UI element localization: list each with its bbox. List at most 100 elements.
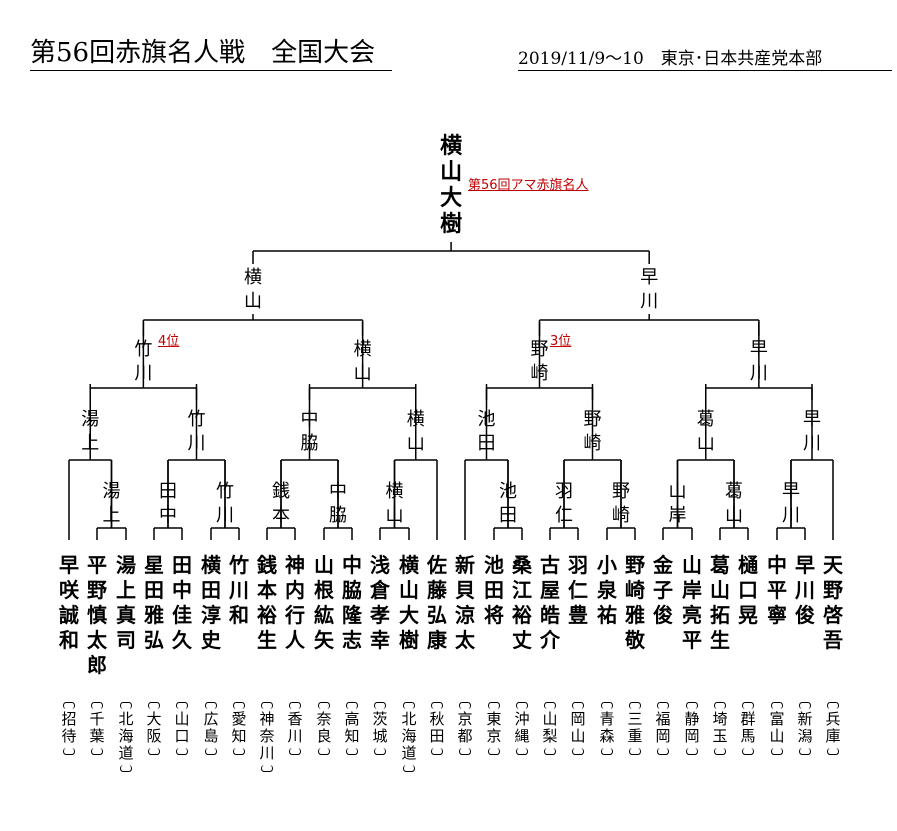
round2-winner: 野崎 bbox=[583, 409, 602, 454]
open-paren bbox=[567, 694, 589, 711]
player-name: 早川俊 bbox=[795, 553, 815, 627]
player-prefecture: 奈良 bbox=[313, 694, 335, 762]
close-paren bbox=[369, 745, 391, 762]
round2-winner: 池田 bbox=[477, 409, 496, 454]
player-prefecture: 沖縄 bbox=[511, 694, 533, 762]
prefecture-text: 沖縄 bbox=[514, 710, 530, 745]
close-paren bbox=[426, 745, 448, 762]
player-name: 樋口晃 bbox=[738, 553, 758, 627]
open-paren bbox=[737, 694, 759, 711]
prefecture-text: 東京 bbox=[486, 710, 502, 745]
player-prefecture: 北海道 bbox=[115, 694, 137, 779]
prefecture-text: 岡山 bbox=[570, 710, 586, 745]
prefecture-text: 広島 bbox=[203, 710, 219, 745]
open-paren bbox=[794, 694, 816, 711]
round1-winner: 野崎 bbox=[612, 481, 630, 526]
player-name: 星田雅弘 bbox=[144, 553, 164, 652]
prefecture-text: 青森 bbox=[599, 710, 615, 745]
open-paren bbox=[86, 694, 108, 711]
prefecture-text: 神奈川 bbox=[259, 710, 275, 762]
open-paren bbox=[115, 694, 137, 711]
round1-winner: 中脇 bbox=[329, 481, 347, 526]
player-name: 池田将 bbox=[484, 553, 504, 627]
close-paren bbox=[143, 745, 165, 762]
open-paren bbox=[709, 694, 731, 711]
prefecture-text: 高知 bbox=[344, 710, 360, 745]
page-title: 第56回赤旗名人戦 全国大会 bbox=[30, 38, 376, 68]
player-prefecture: 岡山 bbox=[567, 694, 589, 762]
player-name: 中平寧 bbox=[767, 553, 787, 627]
round1-winner: 竹川 bbox=[216, 481, 234, 526]
open-paren bbox=[483, 694, 505, 711]
close-paren bbox=[398, 762, 420, 779]
prefecture-text: 山口 bbox=[174, 710, 190, 745]
player-name: 野崎雅敬 bbox=[625, 553, 645, 652]
player-prefecture: 埼玉 bbox=[709, 694, 731, 762]
quarterfinal-winner: 野崎 bbox=[530, 339, 549, 384]
player-prefecture: 大阪 bbox=[143, 694, 165, 762]
player-prefecture: 香川 bbox=[284, 694, 306, 762]
round2-winner: 湯上 bbox=[81, 409, 100, 454]
close-paren bbox=[454, 745, 476, 762]
prefecture-text: 山梨 bbox=[542, 710, 558, 745]
close-paren bbox=[681, 745, 703, 762]
player-name: 銭本裕生 bbox=[257, 553, 277, 652]
round1-winner: 田中 bbox=[159, 481, 177, 526]
quarterfinal-winner: 横山 bbox=[353, 339, 372, 384]
open-paren bbox=[652, 694, 674, 711]
close-paren bbox=[511, 745, 533, 762]
close-paren bbox=[822, 745, 844, 762]
open-paren bbox=[398, 694, 420, 711]
open-paren bbox=[200, 694, 222, 711]
round2-winner: 葛山 bbox=[696, 409, 715, 454]
prefecture-text: 招待 bbox=[61, 710, 77, 745]
player-prefecture: 広島 bbox=[200, 694, 222, 762]
prefecture-text: 香川 bbox=[287, 710, 303, 745]
player-prefecture: 山梨 bbox=[539, 694, 561, 762]
close-paren bbox=[596, 745, 618, 762]
prefecture-text: 埼玉 bbox=[712, 710, 728, 745]
round1-winner: 山岸 bbox=[668, 481, 687, 526]
close-paren bbox=[567, 745, 589, 762]
close-paren bbox=[313, 745, 335, 762]
player-name: 山根紘矢 bbox=[314, 553, 334, 652]
round2-winner: 横山 bbox=[406, 409, 425, 454]
prefecture-text: 静岡 bbox=[684, 710, 700, 745]
event-info-underline bbox=[518, 70, 892, 71]
close-paren bbox=[256, 762, 278, 779]
open-paren bbox=[369, 694, 391, 711]
prefecture-text: 秋田 bbox=[429, 710, 445, 745]
player-prefecture: 京都 bbox=[454, 694, 476, 762]
player-prefecture: 静岡 bbox=[681, 694, 703, 762]
prefecture-text: 福岡 bbox=[655, 710, 671, 745]
close-paren bbox=[284, 745, 306, 762]
open-paren bbox=[539, 694, 561, 711]
open-paren bbox=[58, 694, 80, 711]
prefecture-text: 兵庫 bbox=[825, 710, 841, 745]
close-paren bbox=[115, 762, 137, 779]
player-name: 天野啓吾 bbox=[823, 553, 843, 652]
player-prefecture: 秋田 bbox=[426, 694, 448, 762]
open-paren bbox=[341, 694, 363, 711]
close-paren bbox=[624, 745, 646, 762]
player-name: 桑江裕丈 bbox=[512, 553, 532, 652]
prefecture-text: 茨城 bbox=[372, 710, 388, 745]
close-paren bbox=[652, 745, 674, 762]
player-name: 中脇隆志 bbox=[342, 553, 362, 652]
player-name: 葛山拓生 bbox=[710, 553, 730, 652]
open-paren bbox=[171, 694, 193, 711]
player-name: 浅倉孝幸 bbox=[370, 553, 390, 652]
open-paren bbox=[313, 694, 335, 711]
player-prefecture: 愛知 bbox=[228, 694, 250, 762]
player-prefecture: 新潟 bbox=[794, 694, 816, 762]
player-name: 平野慎太郎 bbox=[87, 553, 107, 677]
player-name: 佐藤弘康 bbox=[427, 553, 447, 652]
player-prefecture: 福岡 bbox=[652, 694, 674, 762]
player-name: 羽仁豊 bbox=[568, 553, 588, 627]
player-prefecture: 北海道 bbox=[398, 694, 420, 779]
fourth-place-label: 4位 bbox=[158, 334, 180, 349]
close-paren bbox=[709, 745, 731, 762]
close-paren bbox=[171, 745, 193, 762]
player-prefecture: 三重 bbox=[624, 694, 646, 762]
